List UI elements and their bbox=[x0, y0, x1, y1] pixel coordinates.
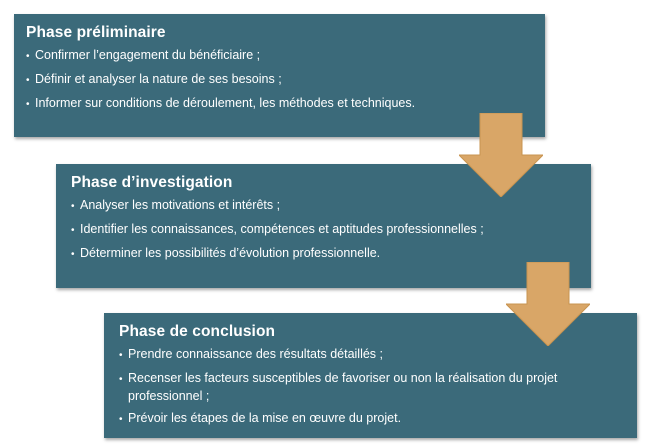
phase-items-list: Confirmer l’engagement du bénéficiaire ;… bbox=[26, 47, 535, 113]
list-item: Recenser les facteurs susceptibles de fa… bbox=[119, 370, 627, 404]
phase-title: Phase d’investigation bbox=[71, 174, 233, 191]
list-item: Analyser les motivations et intérêts ; bbox=[71, 197, 581, 215]
phase-title: Phase de conclusion bbox=[119, 323, 276, 340]
list-item: Déterminer les possibilités d’évolution … bbox=[71, 245, 581, 263]
phase-title: Phase préliminaire bbox=[26, 24, 166, 41]
arrow-down-icon bbox=[459, 113, 543, 197]
list-item: Prendre connaissance des résultats détai… bbox=[119, 346, 627, 364]
list-item: Prévoir les étapes de la mise en œuvre d… bbox=[119, 410, 627, 428]
phase-items-list: Analyser les motivations et intérêts ; I… bbox=[71, 197, 581, 263]
phase-items-list: Prendre connaissance des résultats détai… bbox=[119, 346, 627, 428]
list-item: Informer sur conditions de déroulement, … bbox=[26, 95, 535, 113]
arrow-down-icon bbox=[506, 262, 590, 346]
list-item: Identifier les connaissances, compétence… bbox=[71, 221, 581, 239]
list-item: Définir et analyser la nature de ses bes… bbox=[26, 71, 535, 89]
list-item: Confirmer l’engagement du bénéficiaire ; bbox=[26, 47, 535, 65]
phase-preliminaire-box: Phase préliminaire Confirmer l’engagemen… bbox=[14, 14, 545, 137]
